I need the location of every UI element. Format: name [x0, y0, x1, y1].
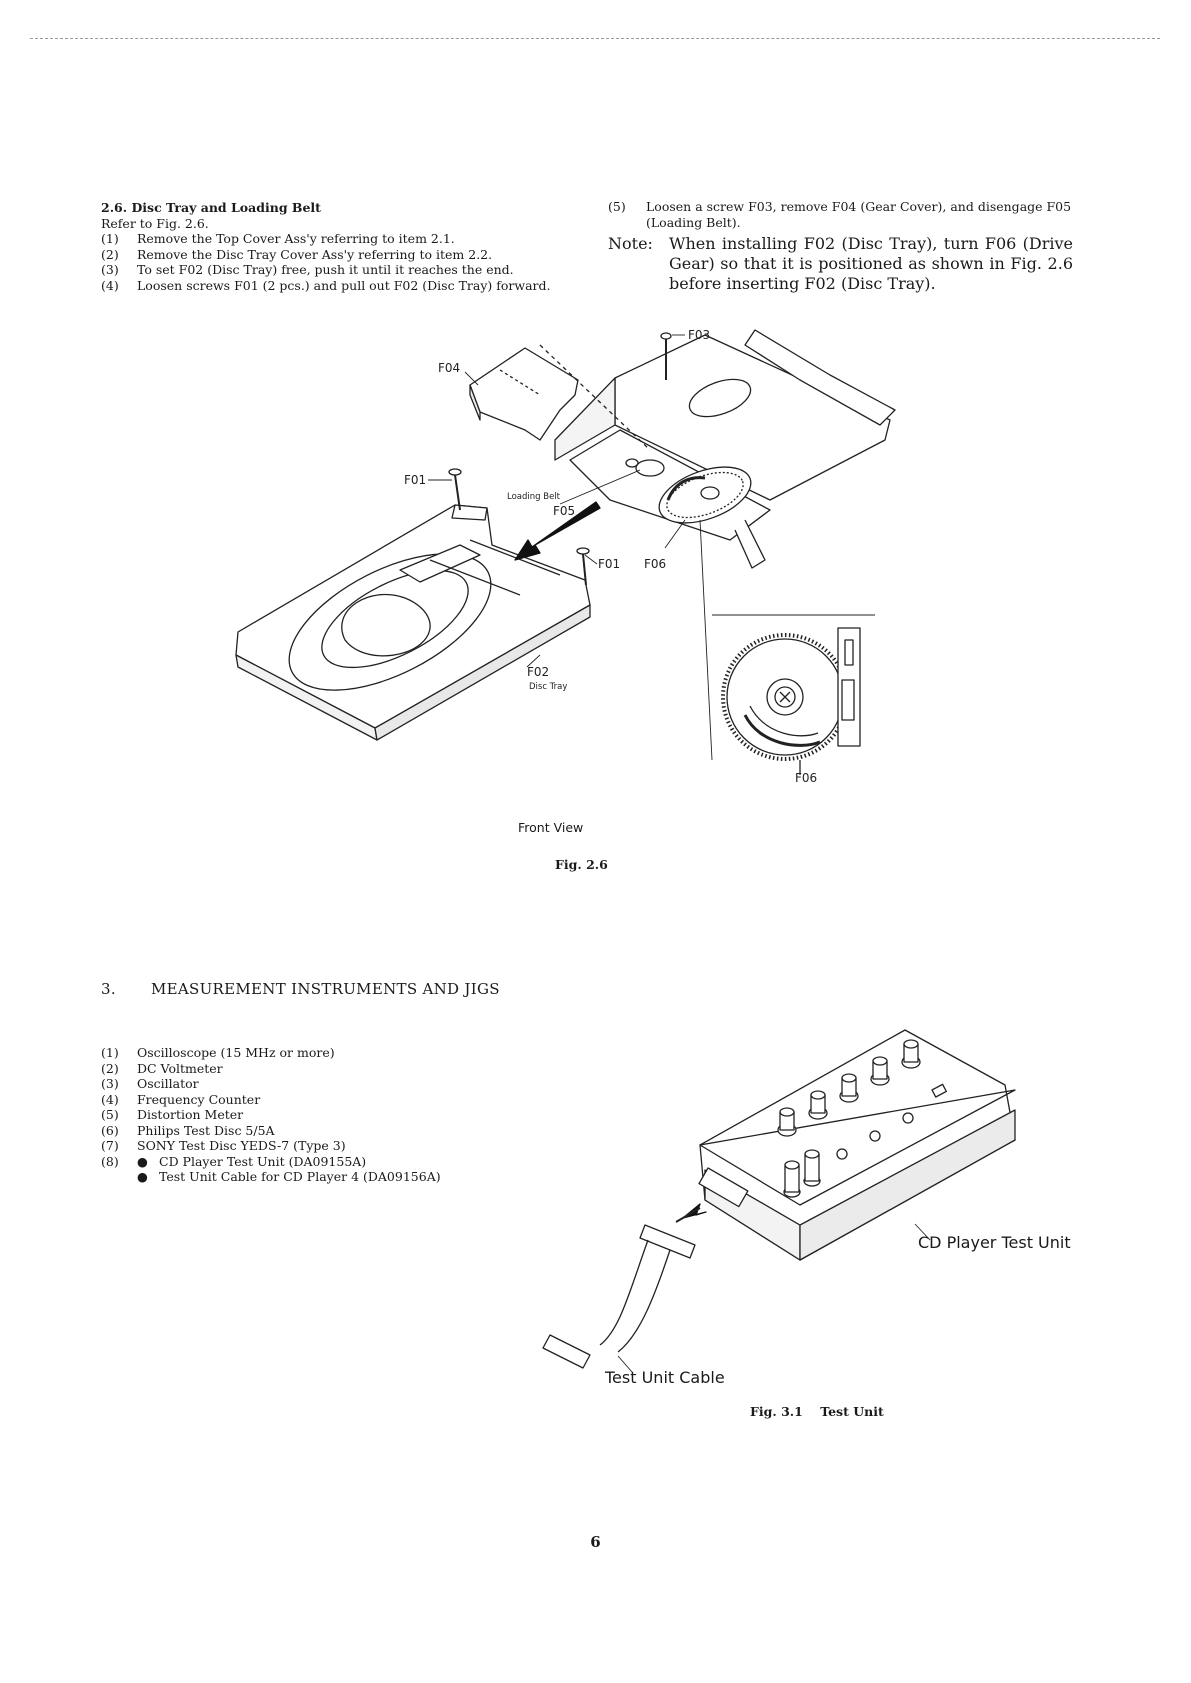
figure-2-6-drawing [235, 329, 896, 775]
refer-text: Refer to Fig. 2.6. [101, 215, 209, 231]
item-number: (5) [101, 1107, 119, 1122]
label-f04: F04 [438, 361, 460, 375]
item-number: (8) [101, 1153, 119, 1169]
figure-2-6-caption: Fig. 2.6 [555, 857, 608, 872]
item-number: (1) [101, 1045, 119, 1060]
step-item: (1) Remove the Top Cover Ass'y referring… [101, 231, 571, 247]
list-item: (1) Oscilloscope (15 MHz or more) [101, 1045, 521, 1061]
label-f01: F01 [404, 473, 426, 487]
item-text: Frequency Counter [137, 1091, 261, 1107]
step-item: (3) To set F02 (Disc Tray) free, push it… [101, 262, 571, 278]
item-text: Oscillator [137, 1076, 199, 1091]
bullet-icon: ● [137, 1169, 148, 1184]
label-f06: F06 [644, 557, 666, 571]
step-item: (5) Loosen a screw F03, remove F04 (Gear… [608, 199, 1073, 230]
front-view-caption: Front View [518, 820, 584, 835]
bullet-icon: ● [137, 1153, 148, 1169]
note-label: Note: [608, 234, 653, 253]
list-item: (2) DC Voltmeter [101, 1061, 521, 1077]
section-2-6: 2.6. Disc Tray and Loading Belt Refer to… [101, 200, 571, 293]
top-rule [30, 38, 1160, 39]
label-f06-detail: F06 [795, 771, 817, 785]
step-text: Remove the Disc Tray Cover Ass'y referri… [137, 246, 493, 262]
item-text: Oscilloscope (15 MHz or more) [137, 1045, 335, 1060]
leader-lines [428, 334, 875, 761]
step-item: (4) Loosen screws F01 (2 pcs.) and pull … [101, 278, 571, 294]
pull-out-arrow [514, 501, 601, 561]
page-number: 6 [590, 1533, 601, 1551]
section-number: 3. [101, 980, 116, 998]
label-f01-second: F01 [598, 557, 620, 571]
test-unit-cable-drawing [542, 1224, 696, 1373]
item-text: Test Unit Cable for CD Player 4 (DA09156… [159, 1169, 441, 1184]
test-unit-drawing [698, 1029, 1016, 1261]
step-number: (3) [101, 262, 119, 277]
item-number: (2) [101, 1060, 119, 1076]
item-text: DC Voltmeter [137, 1060, 223, 1076]
step-number: (2) [101, 246, 119, 262]
test-unit-label: CD Player Test Unit [918, 1233, 1071, 1252]
figure-2-6-labels: F03 F04 F01 Loading Belt F05 F01 F06 F02… [404, 328, 817, 785]
step-number: (1) [101, 231, 119, 246]
list-item: (4) Frequency Counter [101, 1092, 521, 1108]
test-unit-cable-label: Test Unit Cable [605, 1368, 725, 1387]
step-text: To set F02 (Disc Tray) free, push it unt… [137, 262, 514, 277]
label-f02: F02 [527, 665, 549, 679]
step-text: Loosen a screw F03, remove F04 (Gear Cov… [646, 199, 1072, 230]
step-number: (5) [608, 199, 626, 214]
step-text: Loosen screws F01 (2 pcs.) and pull out … [137, 277, 551, 293]
installation-note: Note: When installing F02 (Disc Tray), t… [608, 234, 1073, 294]
disc-tray-drawing [235, 504, 591, 741]
screw-f01-drawing [448, 468, 590, 586]
section-title: MEASUREMENT INSTRUMENTS AND JIGS [151, 980, 500, 998]
figure-3-1-caption: Fig. 3.1 Test Unit [750, 1404, 884, 1419]
label-f05: F05 [553, 504, 575, 518]
label-disc-tray: Disc Tray [529, 682, 567, 692]
screw-f03-drawing [660, 332, 672, 380]
list-item: (3) Oscillator [101, 1076, 521, 1092]
mechanism-chassis-drawing [539, 329, 896, 569]
drive-gear-detail-drawing [721, 627, 861, 775]
list-item: (8) ● CD Player Test Unit (DA09155A) [101, 1154, 521, 1170]
list-item: (5) Distortion Meter [101, 1107, 521, 1123]
item-text: SONY Test Disc YEDS-7 (Type 3) [137, 1138, 346, 1153]
gear-cover-drawing [469, 347, 579, 441]
item-number: (6) [101, 1122, 119, 1138]
figure-3-1-drawing [542, 1029, 1016, 1373]
label-loading-belt: Loading Belt [507, 492, 561, 502]
list-item: ● Test Unit Cable for CD Player 4 (DA091… [101, 1169, 521, 1185]
step-item: (2) Remove the Disc Tray Cover Ass'y ref… [101, 247, 571, 263]
step-number: (4) [101, 277, 119, 293]
item-number: (3) [101, 1076, 119, 1091]
step-text: Remove the Top Cover Ass'y referring to … [137, 231, 455, 246]
item-number: (4) [101, 1091, 119, 1107]
section-2-6-continued: (5) Loosen a screw F03, remove F04 (Gear… [608, 199, 1073, 294]
note-text: When installing F02 (Disc Tray), turn F0… [669, 234, 1073, 293]
instrument-list: (1) Oscilloscope (15 MHz or more) (2) DC V… [101, 1045, 521, 1185]
section-3-heading: 3. MEASUREMENT INSTRUMENTS AND JIGS [101, 980, 500, 998]
section-title: 2.6. Disc Tray and Loading Belt [101, 200, 321, 215]
list-item: (7) SONY Test Disc YEDS-7 (Type 3) [101, 1138, 521, 1154]
item-text: Distortion Meter [137, 1107, 244, 1122]
item-number: (7) [101, 1138, 119, 1153]
list-item: (6) Philips Test Disc 5/5A [101, 1123, 521, 1139]
item-text: CD Player Test Unit (DA09155A) [159, 1153, 367, 1169]
label-f03: F03 [688, 328, 710, 342]
item-text: Philips Test Disc 5/5A [137, 1122, 275, 1138]
